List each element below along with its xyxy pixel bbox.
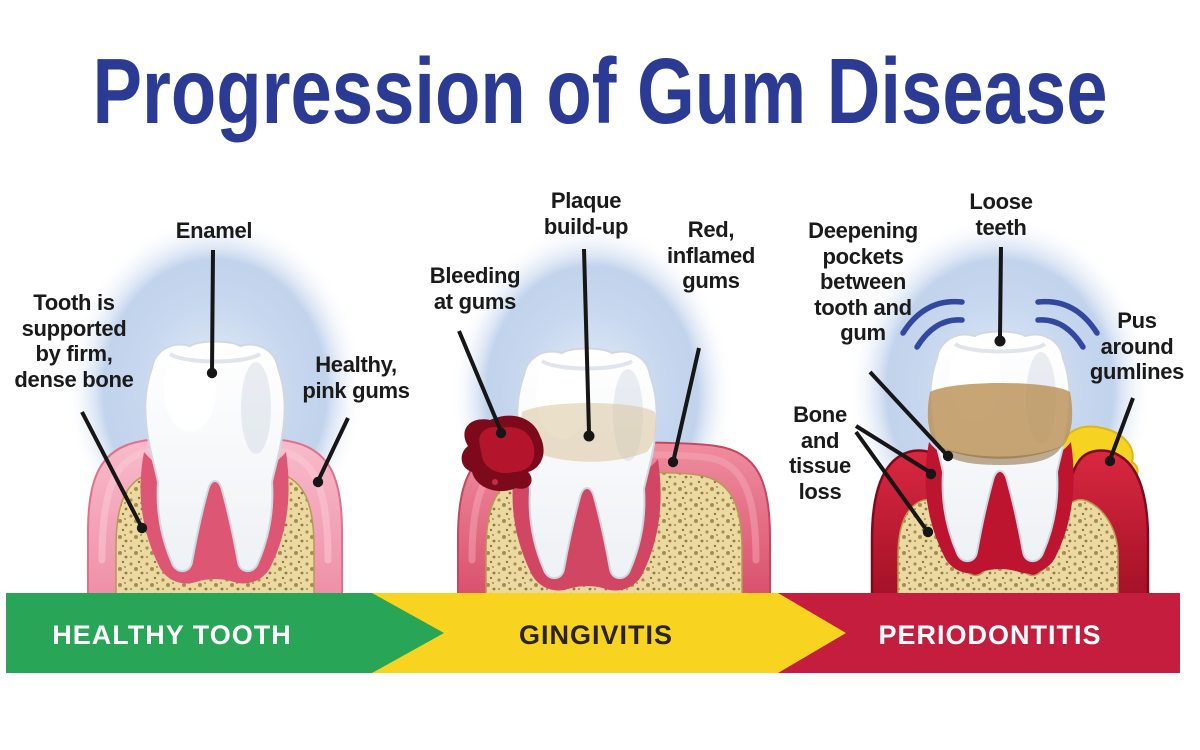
vibration-arc-right-outer: [1035, 298, 1100, 336]
gingivitis-illustration: [457, 346, 771, 599]
healthy-stage-label: HEALTHY TOOTH: [52, 620, 292, 650]
leader-bone-loss-upper: [854, 424, 937, 480]
vibration-arc-left-outer: [900, 298, 965, 336]
vibration-arc-right-inner: [1035, 317, 1086, 350]
healthy-arrow-head: [372, 593, 444, 673]
label-bleeding: Bleeding at gums: [429, 263, 521, 314]
leader-lines: [80, 246, 1135, 538]
leader-bleeding: [457, 330, 507, 439]
healthy-tooth-illustration: [87, 339, 343, 599]
label-loose-teeth: Loose teeth: [969, 189, 1033, 240]
leader-deepening-pockets: [868, 370, 954, 462]
leader-bone-loss-lower: [854, 430, 934, 538]
bleeding-drip-core: [492, 479, 498, 485]
vibration-arcs-icon: [900, 298, 1100, 350]
leader-pus: [1104, 397, 1135, 467]
tartar-stain: [927, 383, 1073, 459]
leader-pink-gums: [312, 417, 350, 488]
periodontitis-stage-label: PERIODONTITIS: [878, 620, 1101, 650]
bleeding-blob-bright: [479, 426, 535, 474]
page-title: Progression of Gum Disease: [93, 39, 1108, 143]
periodontitis-illustration: [870, 298, 1150, 600]
label-deepening-pockets: Deepening pockets between tooth and gum: [808, 218, 918, 346]
label-bone-loss: Bone and tissue loss: [789, 402, 851, 504]
label-dense-bone: Tooth is supported by firm, dense bone: [14, 290, 134, 392]
gingivitis-arrow-head: [778, 593, 846, 673]
leader-loose-teeth: [994, 246, 1006, 347]
title-banner: Progression of Gum Disease: [93, 39, 1108, 143]
leader-enamel: [206, 249, 218, 379]
leader-dense-bone: [80, 411, 148, 534]
label-plaque: Plaque build-up: [543, 188, 629, 239]
tartar-stain-dark: [938, 446, 1062, 465]
stage-arrow-banner: HEALTHY TOOTH GINGIVITIS PERIODONTITIS: [6, 593, 1180, 673]
label-enamel: Enamel: [175, 218, 253, 243]
label-pink-gums: Healthy, pink gums: [302, 352, 410, 403]
vibration-arc-left-inner: [914, 317, 965, 350]
healthy-band: [6, 593, 372, 673]
leader-inflamed-gums: [667, 347, 701, 468]
gingivitis-stage-label: GINGIVITIS: [519, 620, 673, 650]
leader-plaque: [582, 248, 595, 442]
label-inflamed-gums: Red, inflamed gums: [666, 217, 756, 294]
label-pus: Pus around gumlines: [1089, 308, 1185, 385]
